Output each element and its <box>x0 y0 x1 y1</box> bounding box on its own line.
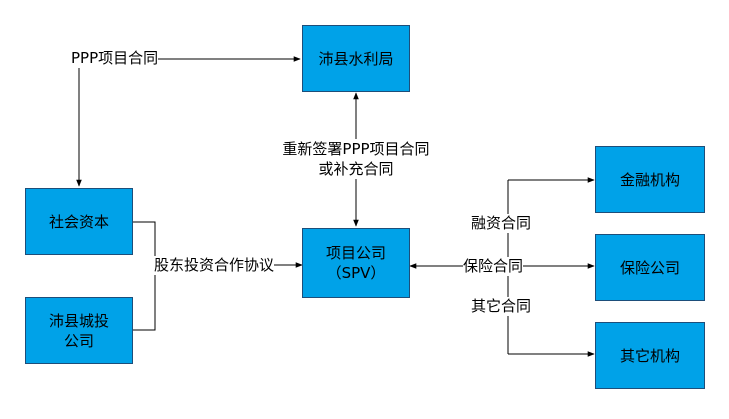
node-city-investment-label: 沛县城投 公司 <box>48 311 109 350</box>
node-water-bureau-label: 沛县水利局 <box>318 49 394 68</box>
label-other-contract: 其它合同 <box>471 297 532 316</box>
edge-shareholder-bracket <box>133 221 156 331</box>
node-financial-institution-label: 金融机构 <box>619 170 680 189</box>
label-resign-contract: 重新签署PPP项目合同 或补充合同 <box>264 139 448 179</box>
node-water-bureau: 沛县水利局 <box>302 25 410 92</box>
node-insurance-company: 保险公司 <box>595 234 705 301</box>
node-insurance-company-label: 保险公司 <box>619 258 680 277</box>
label-insurance-contract: 保险合同 <box>463 257 524 276</box>
label-shareholder-agreement: 股东投资合作协议 <box>154 256 275 275</box>
node-project-company: 项目公司 （SPV） <box>302 228 410 298</box>
node-financial-institution: 金融机构 <box>595 146 705 213</box>
label-ppp-contract: PPP项目合同 <box>71 49 159 68</box>
label-financing-contract: 融资合同 <box>471 214 532 233</box>
node-other-institution-label: 其它机构 <box>619 346 680 365</box>
node-social-capital-label: 社会资本 <box>48 212 109 231</box>
node-city-investment: 沛县城投 公司 <box>25 297 133 364</box>
node-project-company-label: 项目公司 （SPV） <box>325 244 386 282</box>
node-social-capital: 社会资本 <box>25 188 133 255</box>
node-other-institution: 其它机构 <box>595 322 705 389</box>
